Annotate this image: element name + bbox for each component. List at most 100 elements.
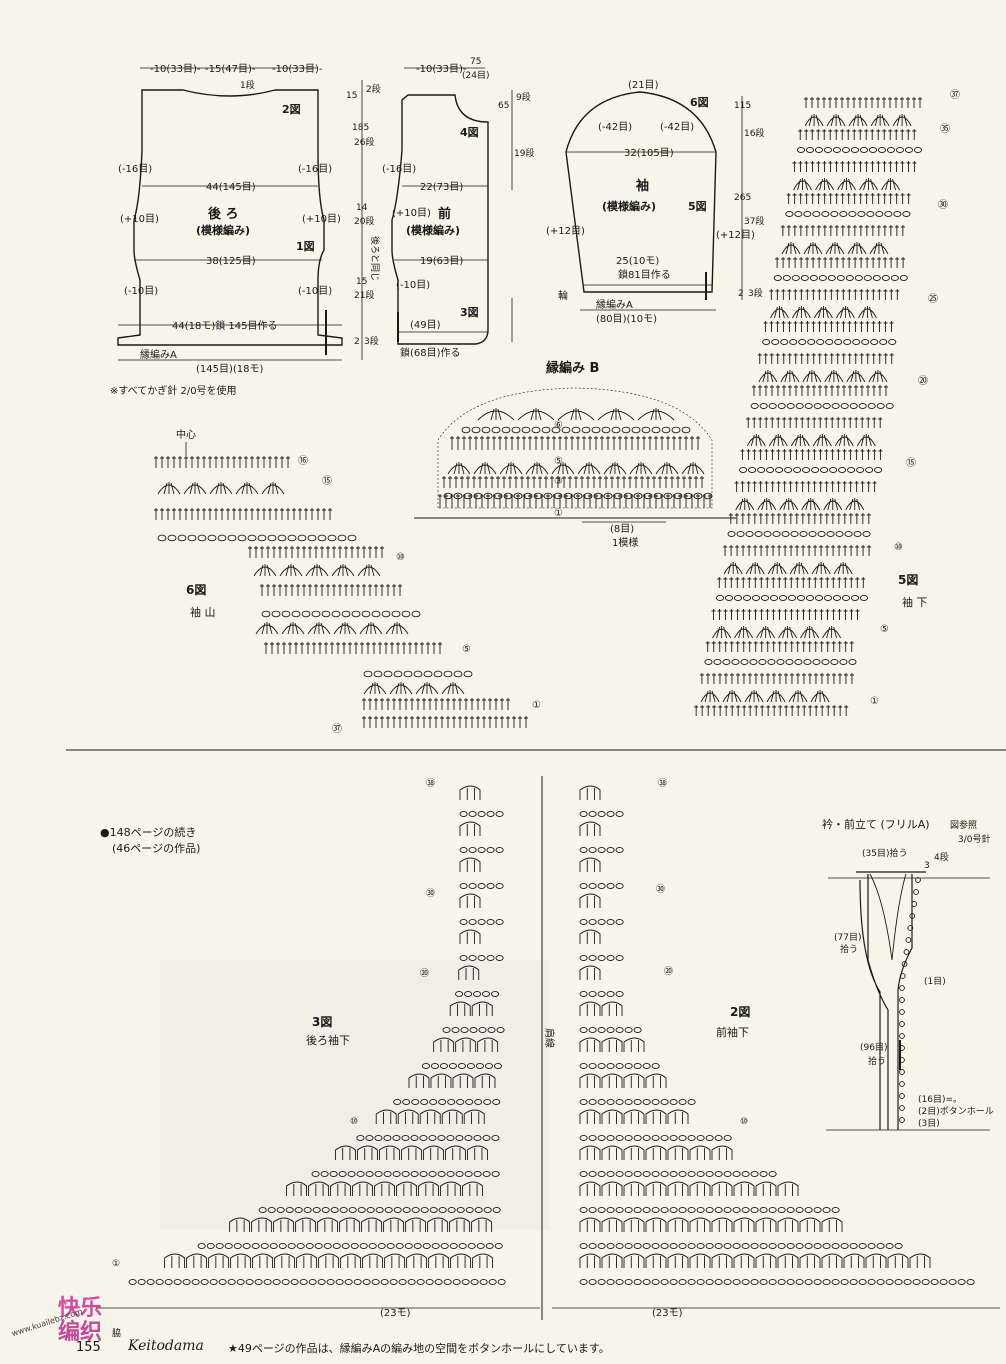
sleeve-r-2: 2 [738,289,744,299]
front-chain2-label: 鎖(68目)作る [400,346,461,359]
fig2-chain-row-2 [579,811,624,817]
collar-top-pick: (35目)拾う [862,847,907,859]
back-width-label: 44(145目) [206,182,256,193]
edge-b-row-6: ⑥ [554,420,563,431]
footer-note: ★49ページの作品は、縁編みAの編み地の空間をボタンホールにしています。 [228,1342,610,1355]
scale-14: 14 [356,203,368,213]
watermark-logo: 快乐 编织 www.kuailebz.com [6,1290,126,1350]
fig2-chain-row-16 [579,1063,660,1069]
fig5-row-5: ⑤ [880,624,889,635]
fig6-stitch-row-1 [154,456,290,468]
collar-picot [899,973,906,979]
fig5-stitch-row-18 [758,370,888,383]
edge-b-dc-row-5 [450,436,700,450]
edge-b-row-1: ① [554,508,563,519]
sleeve-width-label: 32(105目) [624,148,674,159]
collar-rows: 3 [924,861,930,871]
sleeve-r-16rows: 16段 [744,127,764,139]
back-neck-rows: 1段 [240,79,255,91]
sleeve-r-37rows: 37段 [744,215,764,227]
shoulder-label: 肩線 [543,1028,556,1048]
fig5-stitch-row-4 [796,147,922,153]
edge-b-picot-row [477,408,675,421]
collar-picot [899,997,905,1003]
fig5-stitch-row-9 [780,225,905,236]
back-chain-label: 44(18モ)鎖 145目作る [172,319,278,332]
fig2-chain-row-26 [579,1243,903,1249]
fig2-chain-row-6 [579,883,624,889]
front-right-19rows: 19段 [514,147,534,159]
fig2-chain-row-14 [579,1027,642,1033]
fig3-chain-row-20 [356,1135,500,1141]
front-minus10: (-10目) [396,280,430,291]
front-chain-label: (49目) [410,320,441,331]
fig6-stitch-row-12 [363,682,465,695]
edge-b-repeat-width: (8目) [610,524,634,535]
fig3-row-20: ⑳ [420,968,429,979]
bottom-continue-note: ●148ページの続き (46ページの作品) [100,825,200,855]
scale-20rows: 20段 [354,215,374,227]
fig2-chain-row-12 [579,991,624,997]
fig6-stitch-row-3 [154,508,332,520]
watermark-line-1: 快乐 [58,1296,103,1321]
collar-picot [899,1021,905,1027]
fig6-row-16: ⑯ [298,455,308,467]
fig5-stitch-row-5 [792,161,917,172]
fig4-label: 4図 [460,125,479,139]
back-minus10-right: (-10目) [298,286,332,297]
fig5-row-1: ① [870,696,879,707]
sleeve-plus-right: (+12目) [716,230,755,241]
fig6-row-15: ⑮ [322,475,332,487]
fig5-stitch-row-33 [711,609,860,620]
fig2-arch-row-15 [579,1037,645,1052]
fig5-row-25: ㉕ [928,293,938,305]
fig2-arch-row-11 [579,965,601,980]
fig5-stitch-row-15 [763,321,894,332]
fig3-chain-row-22 [311,1171,500,1177]
edge-b-chain-row-2 [443,492,713,500]
fig3-arch-row-19 [375,1109,485,1124]
back-title: 後 ろ [208,206,239,222]
collar-btn-2: (2目)ボタンホール [918,1106,994,1117]
collar-btn-1: (16目)=。 [918,1094,962,1105]
fig2-chain-row-20 [579,1135,732,1141]
collar-picot [909,913,916,919]
fig6-stitch-row-14 [362,716,528,728]
fig6-row-1: ① [532,700,541,711]
back-top-dim-1: -10(33目)- [150,64,201,75]
fig5-stitch-row-29 [723,545,872,556]
collar-picot [907,925,914,931]
collar-picot [899,1009,905,1015]
fig5-stitch-row-21 [746,417,883,428]
fig5-stitch-row-39 [694,705,849,716]
edge-b-repeat-label: 1模様 [612,536,638,549]
fig5-stitch-row-20 [750,403,894,409]
watermark-line-2: 编织 [58,1320,103,1345]
fig5-stitch-row-37 [699,673,854,684]
fig5-stitch-row-19 [751,385,888,396]
fig6-stitch-row-4 [157,534,357,542]
fig3-arch-row-23 [286,1181,484,1196]
fig2-width: (23モ) [652,1308,683,1319]
fig3-arch-row-7 [459,893,481,908]
collar-picot [899,1093,905,1099]
fig6-stitch-row-9 [255,622,409,635]
fig6-stitch-row-8 [261,610,421,618]
collar-title: 衿・前立て (フリルA) [822,817,930,831]
sleeve-edge-label: 縁編みA [596,298,633,311]
fig6-stitch-row-10 [264,642,442,654]
front-minus16: (-16目) [382,164,416,175]
fig2-chain-row-8 [579,919,624,925]
sleeve-r-115: 115 [734,101,751,111]
fig2-arch-row-7 [579,893,601,908]
back-subtitle: (模様編み) [196,223,250,237]
fig6-top-label: 6図 [690,95,709,109]
collar-picot [899,1033,905,1039]
fig2-chain-row-4 [579,847,624,853]
scale-2: 2 [354,337,360,347]
front-subtitle: (模様編み) [406,223,460,237]
sleeve-dec-left: (-42目) [598,122,632,133]
fig3-chain-row-14 [442,1027,505,1033]
fig2-arch-row-21 [579,1145,733,1160]
